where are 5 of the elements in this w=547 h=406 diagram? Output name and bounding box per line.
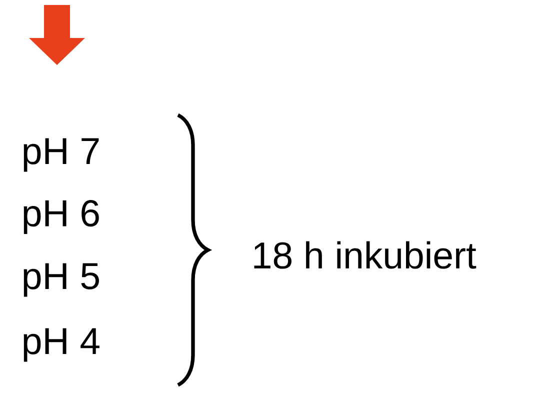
ph-label: pH 4 — [24, 328, 100, 362]
duration-label: 18 h inkubiert — [254, 241, 476, 269]
ph-label: pH 7 — [24, 138, 99, 172]
ph-label: pH 6 — [24, 200, 99, 234]
ph-label: pH 5 — [24, 263, 99, 297]
